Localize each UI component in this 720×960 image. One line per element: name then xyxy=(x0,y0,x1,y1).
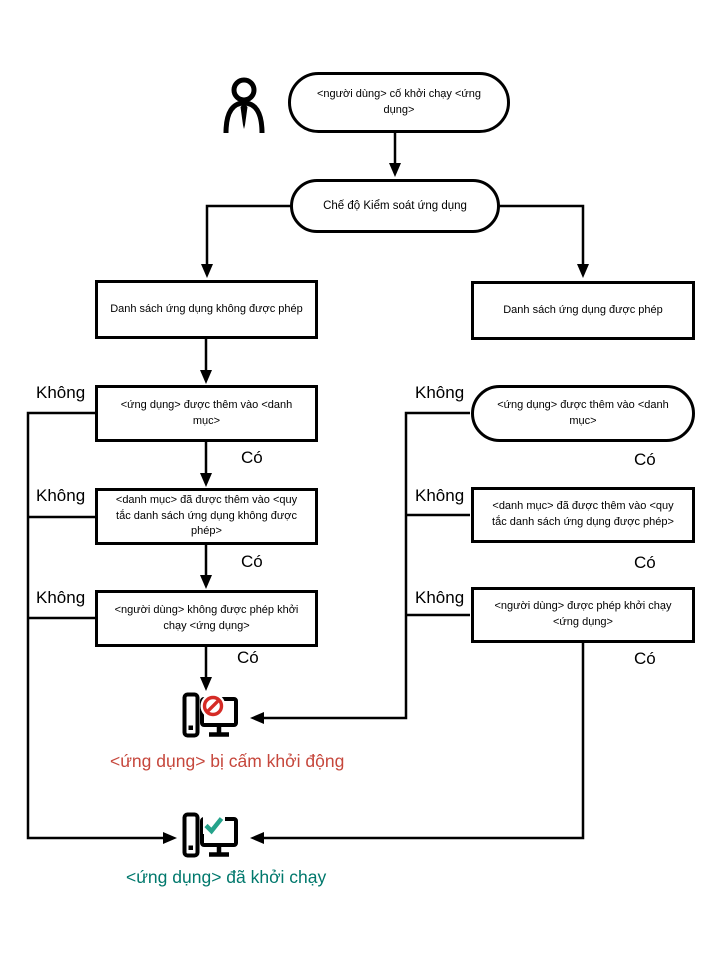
node-user-tries-to-start-app: <người dùng> cố khởi chạy <ứng dụng> xyxy=(288,72,510,133)
arrowhead-start-to-mode xyxy=(389,163,401,177)
computer-started-icon xyxy=(182,812,238,858)
arrowhead-denyapp-yes xyxy=(200,473,212,487)
edge-label-no: Không xyxy=(415,383,465,402)
edge-label-no: Không xyxy=(36,588,86,607)
result-started-text: <ứng dụng> đã khởi chạy xyxy=(126,867,327,887)
arrowhead-denycat-yes xyxy=(200,575,212,589)
edge-label-yes: Có xyxy=(634,553,656,572)
node-allowlist: Danh sách ứng dụng được phép xyxy=(471,281,695,340)
computer-blocked-icon xyxy=(182,692,238,738)
edge-label-no: Không xyxy=(36,383,86,402)
edge-label-no: Không xyxy=(36,486,86,505)
node-label: <danh mục> đã được thêm vào <quy tắc dan… xyxy=(115,493,298,538)
prohibition-slash-icon xyxy=(206,699,220,713)
computer-tower xyxy=(182,812,200,858)
edge-label-yes: Có xyxy=(237,648,259,667)
user-head xyxy=(231,77,257,103)
node-user-allowed: <người dùng> được phép khởi chạy <ứng dụ… xyxy=(471,587,695,643)
node-label: Danh sách ứng dụng được phép xyxy=(503,303,663,316)
connector-left-no-collector xyxy=(26,411,164,840)
node-allow-category-in-rule: <danh mục> đã được thêm vào <quy tắc dan… xyxy=(471,487,695,543)
arrowheads xyxy=(163,163,589,844)
edge-label-yes: Có xyxy=(634,450,656,469)
computer-tower-led xyxy=(188,725,193,730)
arrowhead-right-no-to-blocked xyxy=(250,712,264,724)
node-label: <danh mục> đã được thêm vào <quy tắc dan… xyxy=(492,500,674,528)
computer-tower-led xyxy=(188,845,193,850)
connector-mode-to-allowlist xyxy=(499,204,585,266)
connector-allowuser-yes-to-started xyxy=(263,643,585,840)
result-blocked-text: <ứng dụng> bị cấm khởi động xyxy=(110,751,345,771)
node-label: Danh sách ứng dụng không được phép xyxy=(110,302,303,315)
node-label: <người dùng> cố khởi chạy <ứng dụng> xyxy=(317,87,482,116)
arrowhead-mode-to-allowlist xyxy=(577,264,589,278)
node-application-control-mode: Chế độ Kiểm soát ứng dụng xyxy=(290,179,500,233)
edge-label-no: Không xyxy=(415,588,465,607)
arrowhead-left-no-to-started xyxy=(163,832,177,844)
arrowhead-mode-to-denylist xyxy=(201,264,213,278)
arrowhead-denyuser-yes xyxy=(200,677,212,691)
edge-label-yes: Có xyxy=(634,649,656,668)
node-user-not-allowed: <người dùng> không được phép khởi chạy <… xyxy=(95,590,318,647)
arrowhead-denylist-to-denyapp xyxy=(200,370,212,384)
arrowhead-allowuser-yes-to-started xyxy=(250,832,264,844)
edge-label-no: Không xyxy=(415,486,465,505)
node-label: <người dùng> không được phép khởi chạy <… xyxy=(114,603,299,632)
node-label: Chế độ Kiểm soát ứng dụng xyxy=(323,199,467,212)
node-label: <ứng dụng> được thêm vào <danh mục> xyxy=(497,398,669,427)
node-deny-category-in-rule: <danh mục> đã được thêm vào <quy tắc dan… xyxy=(95,488,318,545)
connector-right-no-collector xyxy=(263,411,470,720)
node-label: <ứng dụng> được thêm vào <danh mục> xyxy=(120,398,293,427)
node-deny-app-in-category: <ứng dụng> được thêm vào <danh mục> xyxy=(95,385,318,442)
edge-label-yes: Có xyxy=(241,448,263,467)
connector-mode-to-denylist xyxy=(205,204,291,266)
user-icon xyxy=(223,77,265,134)
computer-tower xyxy=(182,692,200,738)
node-label: <người dùng> được phép khởi chạy <ứng dụ… xyxy=(494,600,672,628)
checkmark-icon xyxy=(204,817,224,835)
node-denylist: Danh sách ứng dụng không được phép xyxy=(95,280,318,339)
user-tie xyxy=(240,103,248,129)
edge-label-yes: Có xyxy=(241,552,263,571)
node-allow-app-in-category: <ứng dụng> được thêm vào <danh mục> xyxy=(471,385,695,442)
